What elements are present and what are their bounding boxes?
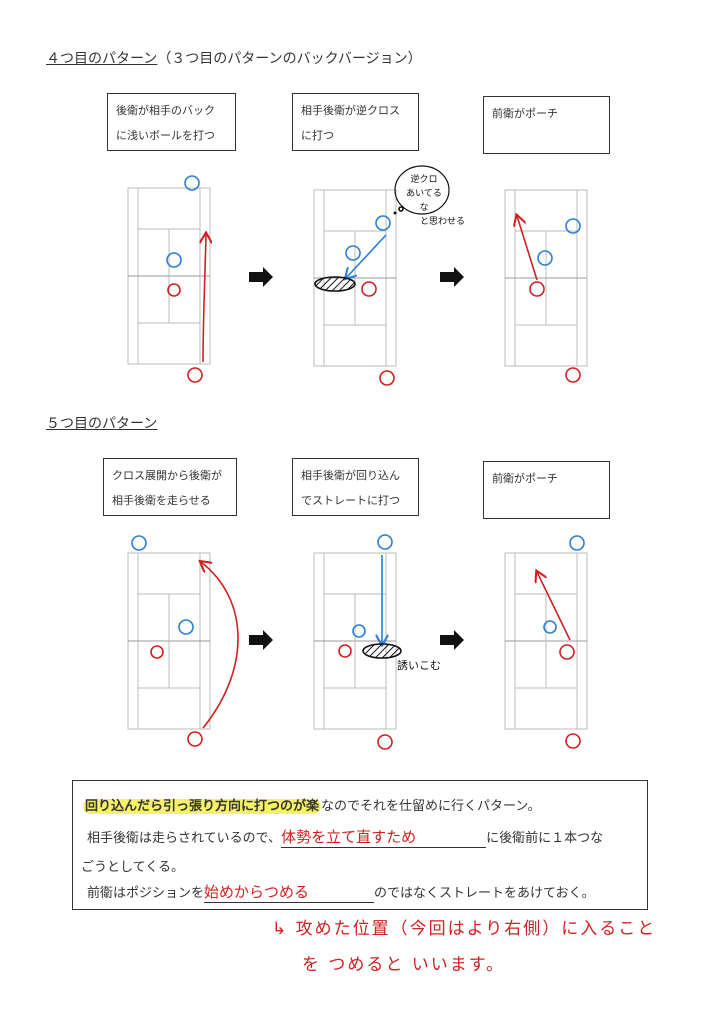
step-text: 前衛がポーチ: [492, 107, 558, 120]
next-arrow-icon: [249, 267, 273, 287]
handwritten-label: 誘いこむ: [397, 659, 441, 672]
step-box: 相手後衛が回り込んでストレートに打つ: [292, 458, 419, 516]
handwritten-answer: 体勢を立て直すため: [281, 828, 417, 846]
player-red: [167, 283, 181, 297]
shot-arrow: [517, 216, 538, 281]
note-line-3: ごうとしてくる。: [81, 860, 184, 875]
fill-blank: 体勢を立て直すため: [281, 826, 487, 848]
step-text: 相手後衛が回り込ん: [301, 469, 400, 482]
note-line-2: 相手後衛は走らされているので、体勢を立て直すため に後衛前に１本つな: [87, 826, 603, 848]
section5-title: ５つ目のパターン: [46, 416, 158, 432]
next-arrow-icon: [440, 267, 464, 287]
handwritten-note: を つめると いいます。: [302, 955, 506, 975]
step-text: クロス展開から後衛が: [112, 469, 222, 482]
note-text: なのでそれを仕留めに行くパターン。: [321, 799, 541, 814]
handwritten-label: と思わせる: [420, 217, 466, 227]
step-text: 相手後衛が逆クロス: [301, 104, 400, 117]
tennis-court: [504, 552, 588, 730]
highlighted-text: 回り込んだら引っ張り方向に打つのが楽: [83, 799, 322, 814]
note-text: 相手後衛は走らされているので、: [87, 831, 282, 846]
step-box: 相手後衛が逆クロスに打つ: [292, 93, 419, 151]
tennis-court: [127, 187, 211, 365]
step-text: 前衛がポーチ: [492, 472, 558, 485]
tennis-court: [127, 552, 211, 730]
step-box: 前衛がポーチ: [483, 96, 610, 154]
thought-bubble: [394, 165, 450, 215]
section4-title: ４つ目のパターン: [46, 51, 158, 67]
step-box: 後衛が相手のバックに浅いボールを打つ: [107, 93, 236, 151]
bubble-line: 逆クロ: [410, 175, 438, 185]
shot-arrow: [201, 562, 239, 729]
note-text: のではなくストレートをあけておく。: [374, 886, 595, 901]
player-red: [187, 367, 203, 383]
note-text: に後衛前に１本つな: [486, 831, 604, 846]
summary-box: 回り込んだら引っ張り方向に打つのが楽なのでそれを仕留めに行くパターン。 相手後衛…: [72, 780, 648, 910]
section4-heading: ４つ目のパターン（３つ目のパターンのバックバージョン）: [46, 48, 422, 68]
thought-bubble-text: 逆クロあいてるな: [406, 173, 442, 215]
next-arrow-icon: [440, 630, 464, 650]
player-blue: [166, 252, 182, 268]
player-blue: [184, 175, 200, 191]
target-zone: [362, 643, 402, 659]
note-text: 前衛はポジションを: [87, 886, 205, 901]
section5-heading: ５つ目のパターン: [46, 413, 157, 433]
next-arrow-icon: [249, 630, 273, 650]
step-text: でストレートに打つ: [301, 494, 400, 507]
fill-blank: 始めからつめる: [204, 881, 375, 903]
bubble-line: あいてるな: [406, 189, 442, 213]
target-zone: [314, 276, 356, 292]
step-text: に打つ: [301, 129, 334, 142]
step-text: 後衛が相手のバック: [116, 104, 215, 117]
note-line-1: 回り込んだら引っ張り方向に打つのが楽なのでそれを仕留めに行くパターン。: [83, 795, 541, 814]
tennis-court: [313, 552, 397, 730]
step-box: クロス展開から後衛が相手後衛を走らせる: [103, 458, 237, 516]
shot-arrow: [203, 234, 206, 363]
handwritten-answer: 始めからつめる: [204, 883, 310, 901]
handwritten-note: ↳ 攻めた位置（今回はより右側）に入ること: [272, 919, 657, 939]
section4-subtitle: （３つ目のパターンのバックバージョン）: [157, 51, 422, 67]
step-box: 前衛がポーチ: [483, 461, 610, 519]
step-text: に浅いボールを打つ: [116, 129, 215, 142]
shot-arrow: [537, 572, 571, 641]
step-text: 相手後衛を走らせる: [112, 494, 211, 507]
shot-arrow: [346, 234, 387, 278]
note-line-4: 前衛はポジションを始めからつめる のではなくストレートをあけておく。: [87, 881, 595, 903]
